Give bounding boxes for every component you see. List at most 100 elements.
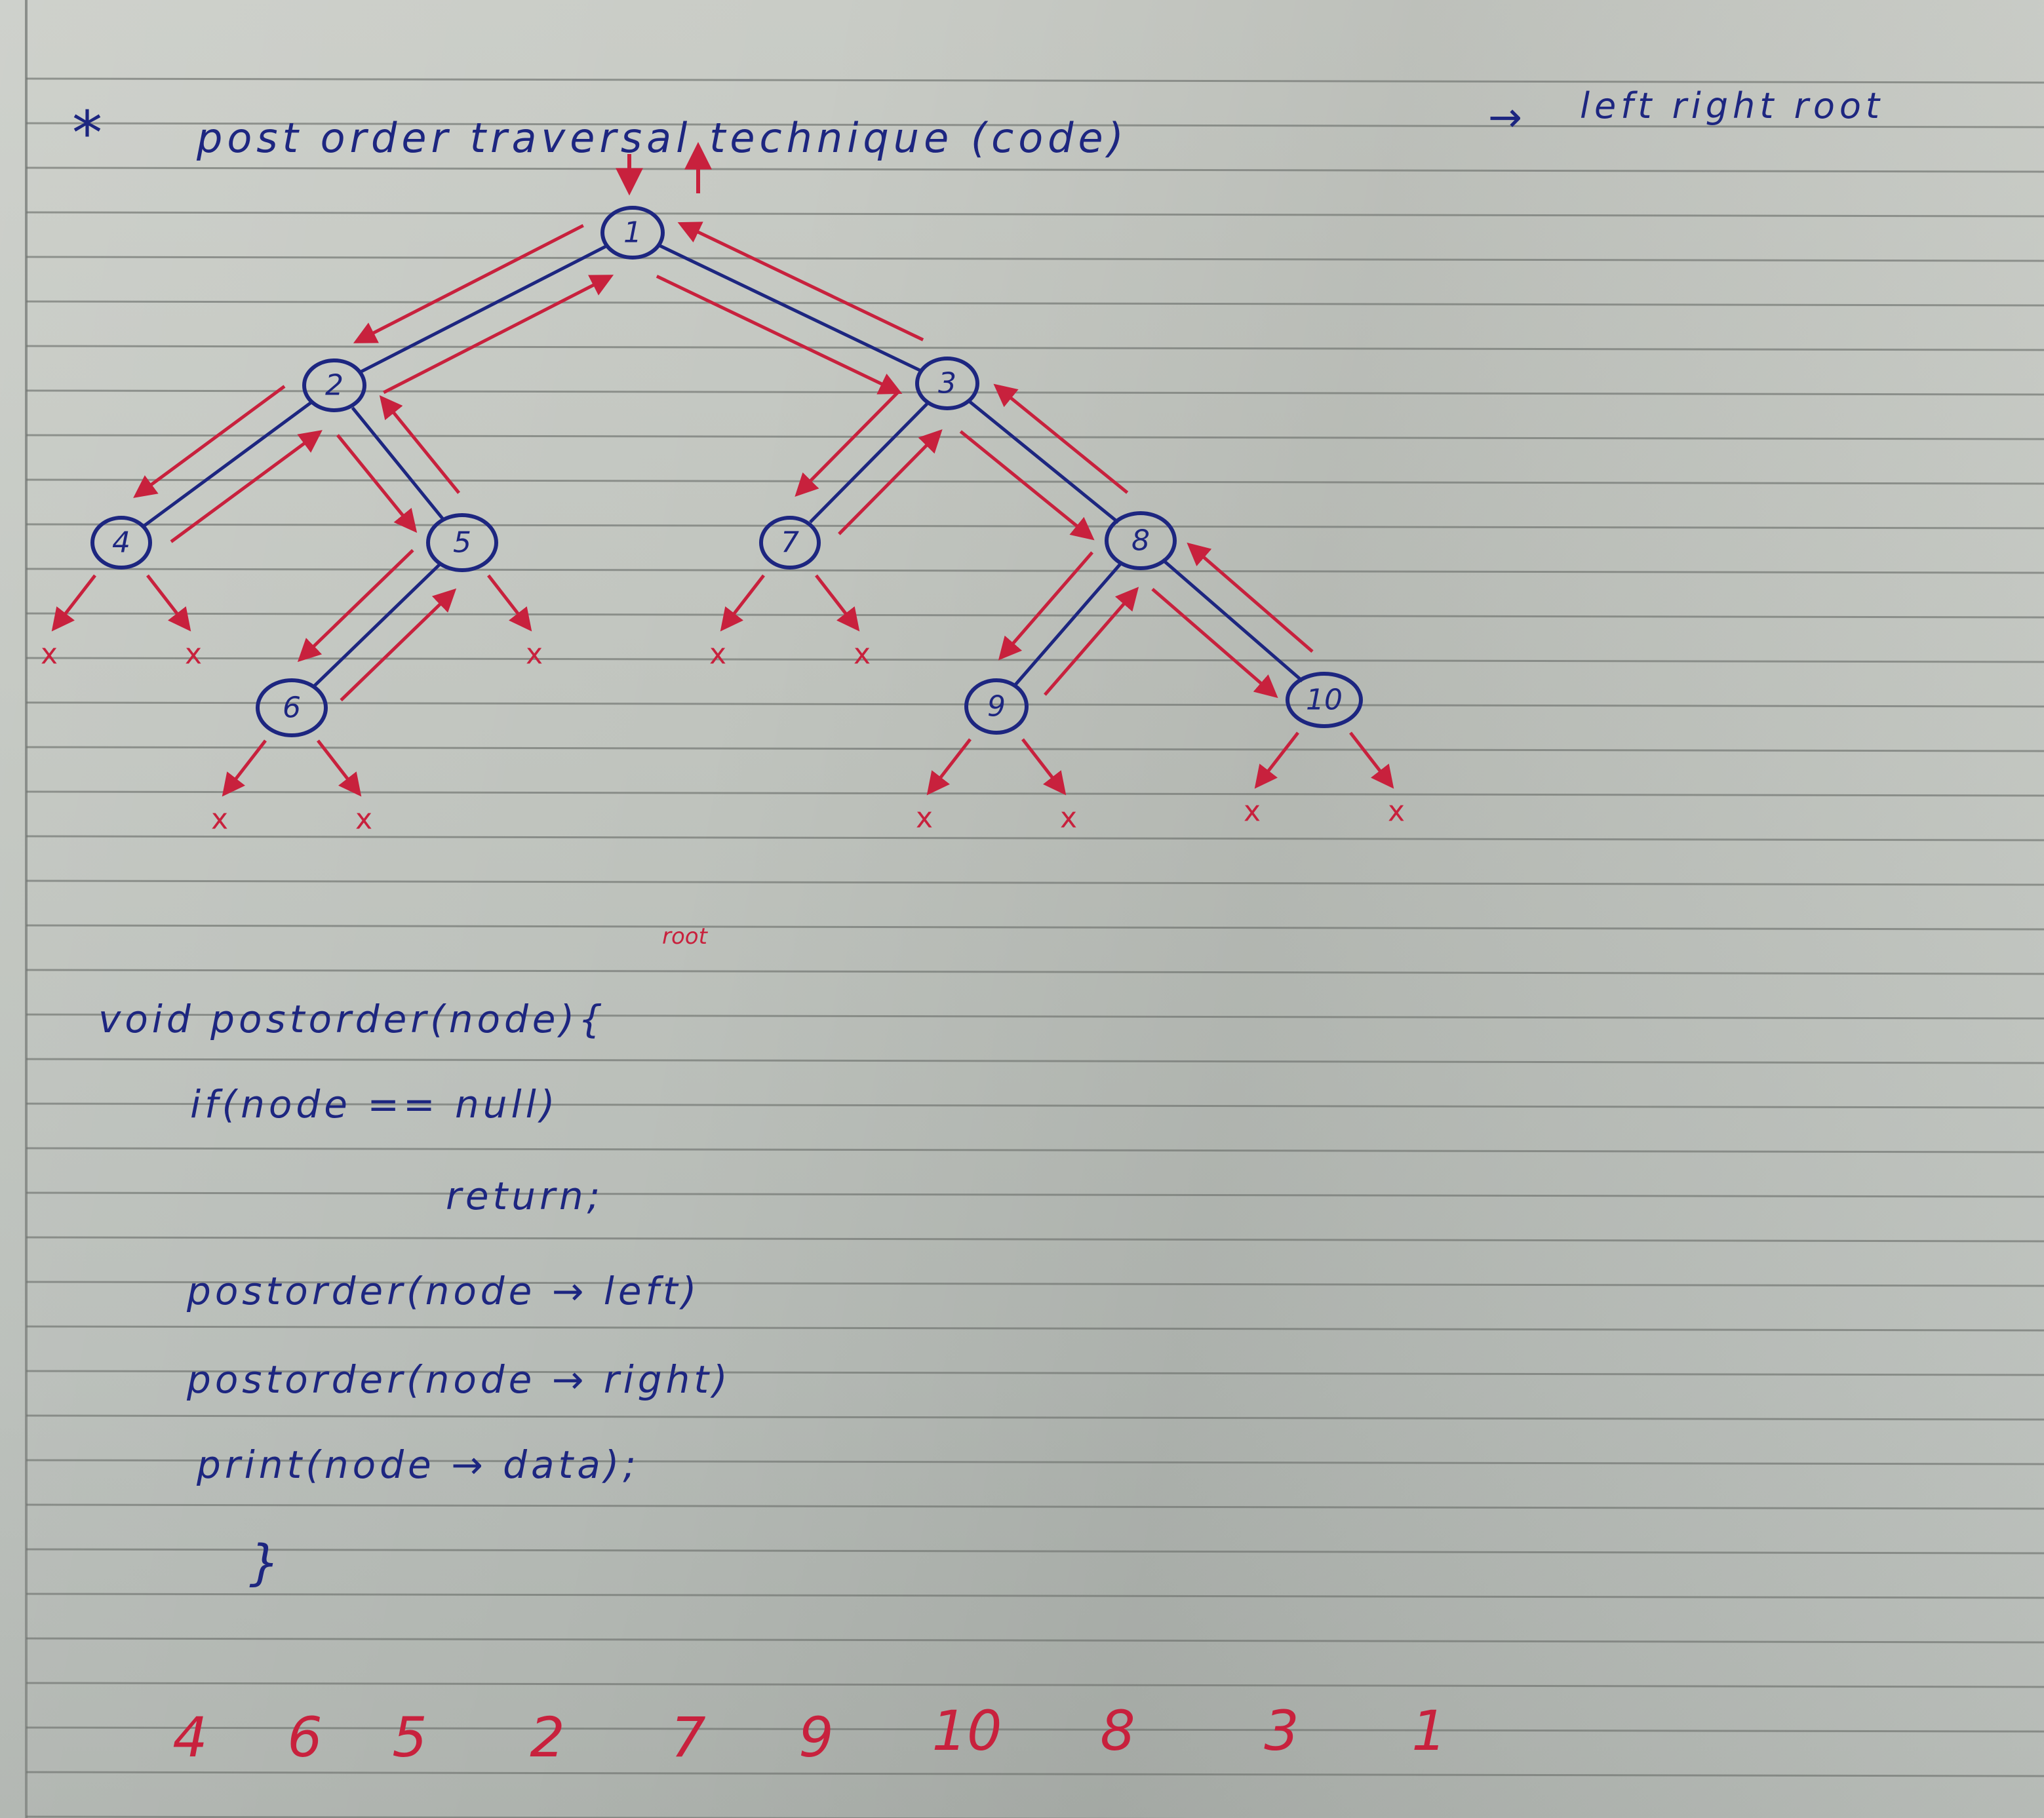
tree-node-1: 1 [600,206,665,260]
trace-arrow-down [133,385,286,498]
null-mark: x [41,638,58,671]
output-item: 9 [798,1705,833,1770]
tree-node-4: 4 [90,516,152,570]
tree-node-9: 9 [964,678,1029,735]
tree-node-6: 6 [256,678,328,737]
rule-line [26,122,2044,128]
code-block: root void postorder(node){ if(node == nu… [98,923,732,1591]
trace-arrow-up [1043,587,1139,696]
output-item: 1 [1411,1699,1446,1763]
svg-text:10: 10 [1306,684,1343,717]
trace-arrow-down [959,430,1095,541]
rule-line [26,1815,1204,1818]
null-arrow [222,739,267,797]
null-mark: x [526,638,543,671]
rule-line [26,1013,2044,1020]
code-line-close: } [249,1535,284,1591]
code-line-left-call: postorder(node → left) [186,1269,700,1313]
null-arrow [51,574,96,632]
tree-node-8: 8 [1105,511,1177,570]
rule-line [26,1370,2044,1376]
rule-line [26,211,2044,218]
trace-arrow-up [993,383,1129,494]
tree-edge [1161,558,1304,683]
title-text: post order traversal technique (code) [196,114,1128,162]
code-line-signature: void postorder(node){ [98,997,606,1041]
rule-line [26,1325,2044,1332]
output-sequence: 4 6 5 2 7 9 10 8 3 1 [172,1699,1446,1770]
svg-text:2: 2 [325,369,344,402]
rule-line [26,924,2044,931]
rule-line [26,880,2044,886]
null-mark: x [916,802,933,835]
trace-arrow-up [170,430,323,543]
rule-line [26,1682,2044,1688]
tree-edge [809,402,928,524]
svg-text:8: 8 [1131,524,1150,558]
rule-line [26,790,2044,797]
trace-arrow-down [297,549,414,663]
output-item: 4 [172,1705,207,1770]
svg-text:5: 5 [453,526,471,560]
output-item: 8 [1100,1699,1135,1763]
trace-arrow-down [795,391,899,497]
title-rule: left right root [1580,85,1884,126]
null-mark: x [854,638,871,671]
rule-line [26,1147,2044,1153]
rule-line [26,1414,2044,1421]
rule-line [26,746,2044,752]
null-arrow [1021,738,1067,796]
rule-line [26,345,2044,351]
tree-node-7: 7 [759,516,821,570]
svg-text:1: 1 [623,216,642,250]
root-entry-arrows [616,142,712,196]
trace-arrow-up [340,588,457,702]
output-item: 7 [671,1705,705,1770]
rule-line [26,1281,2044,1287]
svg-text:3: 3 [938,367,956,400]
rule-line [26,434,2044,440]
rule-line [26,1102,2044,1109]
code-line-print: print(node → data); [196,1442,640,1487]
tree-edge [311,561,443,689]
code-line-if: if(node == null) [190,1082,559,1127]
null-mark: x [709,638,726,671]
tree-edge [351,406,446,522]
rule-line [26,523,2044,530]
rule-line [26,1459,2044,1465]
output-item: 10 [932,1699,1002,1763]
trace-arrow-down [353,223,584,343]
tree: 1 2 3 4 5 6 7 [90,206,1363,737]
null-mark: x [211,803,228,836]
tree-node-10: 10 [1286,672,1363,728]
trace-arrow-down [1151,587,1278,699]
rule-line [26,568,2044,574]
output-item: 3 [1264,1699,1299,1763]
rule-line [26,835,2044,841]
tree-node-5: 5 [426,513,498,572]
traversal-trace-arrows [133,222,1314,702]
rule-line [26,701,2044,708]
tree-node-2: 2 [302,358,366,412]
trace-arrow-up [379,395,460,494]
output-item: 2 [530,1705,564,1770]
null-arrow [1254,731,1299,789]
svg-text:4: 4 [112,526,130,560]
trace-arrow-up [383,275,614,395]
null-mark: x [355,803,372,836]
trace-arrow-up [1187,542,1314,653]
rule-line [26,1058,2044,1064]
rule-line [26,1503,2044,1510]
rule-line [26,1726,2044,1733]
trace-arrow-down [998,551,1094,661]
rule-line [26,612,2044,619]
rule-line [26,1771,2044,1777]
code-line-right-call: postorder(node → right) [186,1357,732,1402]
rule-line [26,300,2044,307]
title-arrow: → [1488,93,1527,141]
trace-arrow-up [838,429,943,535]
